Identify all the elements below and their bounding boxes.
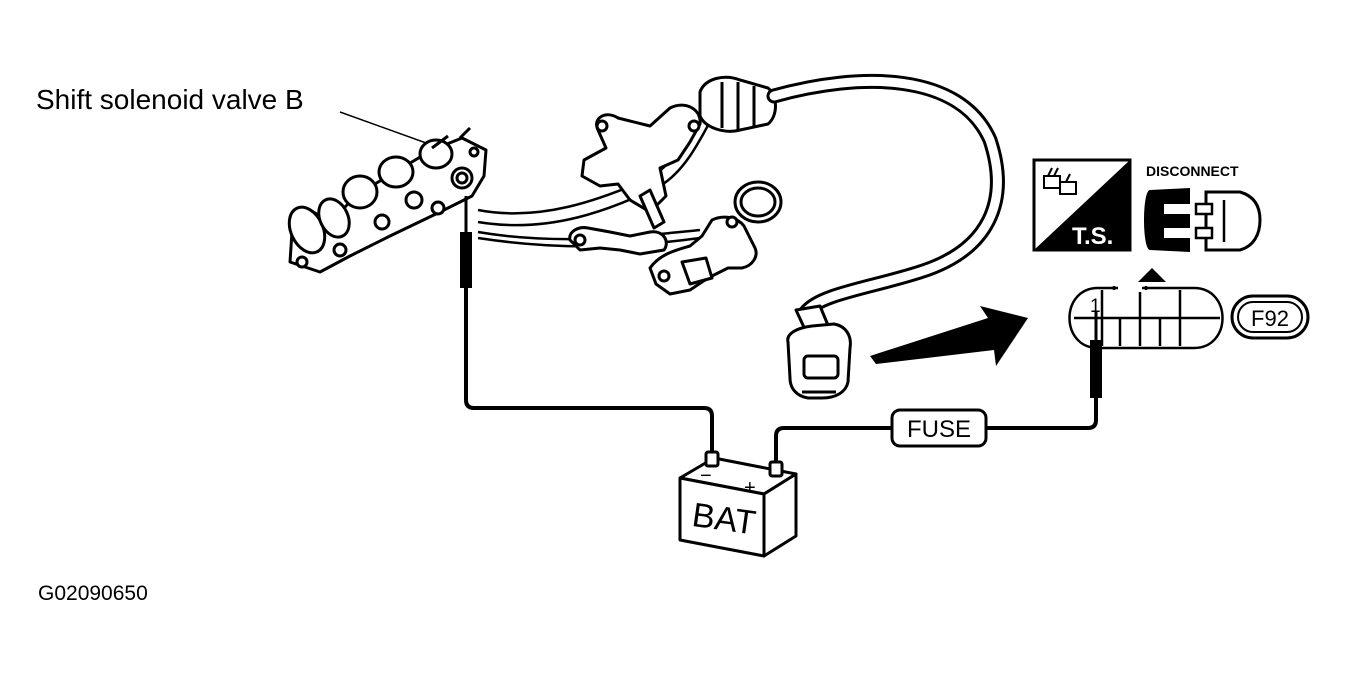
connector-id-label: F92 (1251, 306, 1289, 331)
battery-label: BAT (690, 496, 758, 542)
figure-id-label: G02090650 (38, 582, 148, 605)
solenoid-probe-lead (460, 196, 714, 455)
shift-solenoid-valve-b-label: Shift solenoid valve B (36, 84, 304, 115)
sensor-bracket-parts (568, 103, 758, 296)
terminal-number: 1 (1090, 296, 1101, 317)
main-harness-fill (769, 76, 1002, 317)
battery (678, 450, 798, 558)
ts-icon (1032, 158, 1132, 252)
disconnect-icon (1144, 188, 1262, 252)
fuse-to-battery-wire (774, 426, 892, 464)
ts-icon-label: T.S. (1072, 223, 1113, 250)
o-ring (733, 180, 783, 224)
grommet (698, 75, 777, 133)
connector-id-badge-inner (1237, 301, 1303, 333)
callout-leader-line (339, 111, 441, 149)
battery-positive-symbol: + (744, 477, 756, 499)
connector-face (1068, 286, 1224, 350)
terminal-probe-lead (986, 312, 1102, 430)
fuse-label: FUSE (907, 416, 971, 443)
battery-negative-symbol: − (700, 465, 712, 487)
disconnect-label: DISCONNECT (1146, 163, 1239, 179)
harness-connector (786, 304, 852, 400)
solenoid-valve-assembly (287, 126, 488, 274)
connector-face-arrow (1138, 268, 1166, 282)
direction-arrow (870, 306, 1028, 366)
